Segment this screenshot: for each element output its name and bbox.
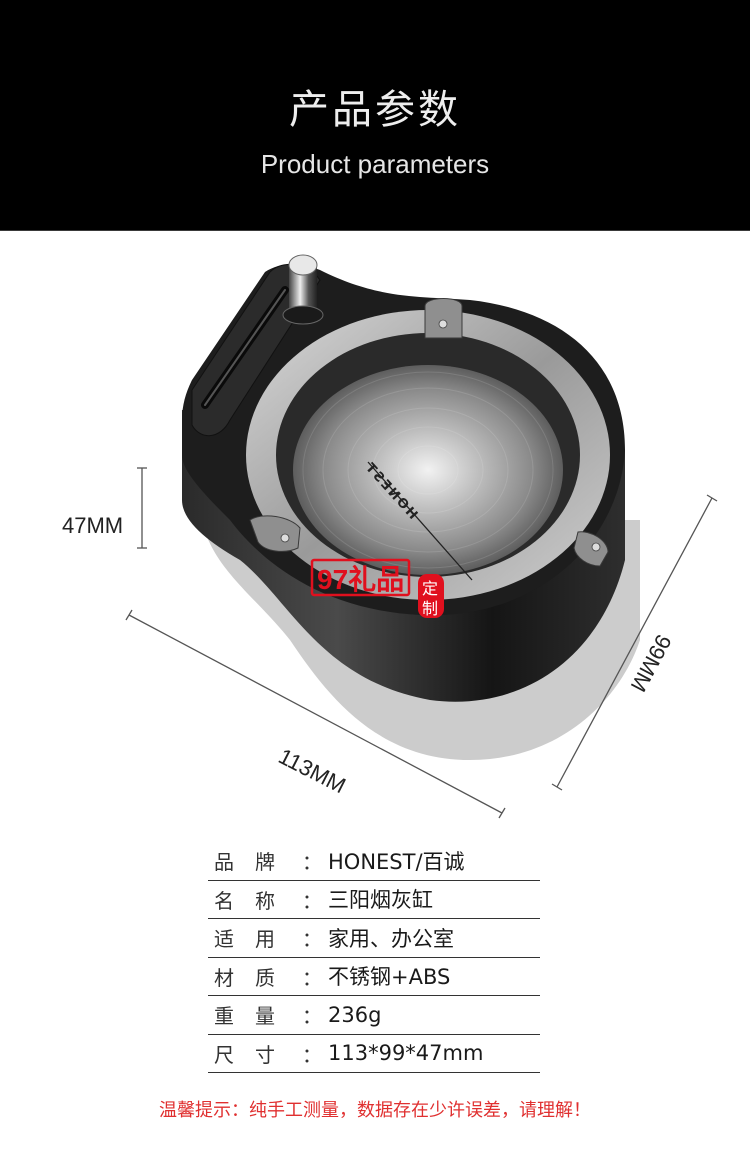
page-title: 产品参数 <box>289 87 461 133</box>
param-label: 品 牌 ： <box>214 850 322 875</box>
param-label: 尺 寸 ： <box>214 1042 322 1067</box>
param-row-material: 材 质 ： 不锈钢+ABS <box>208 958 540 996</box>
depth-dimension-line <box>551 494 718 791</box>
param-label: 材 质 ： <box>214 965 322 990</box>
param-label: 重 量 ： <box>214 1004 322 1029</box>
param-row-brand: 品 牌 ： HONEST/百诚 <box>208 842 540 881</box>
parameters-table: 品 牌 ： HONEST/百诚 名 称 ： 三阳烟灰缸 适 用 ： 家用、办公室… <box>208 842 540 1073</box>
param-label: 名 称 ： <box>214 888 322 913</box>
height-dimension-label: 47MM <box>62 513 124 538</box>
param-row-usage: 适 用 ： 家用、办公室 <box>208 919 540 958</box>
param-value-name: 三阳烟灰缸 <box>328 888 433 913</box>
svg-text:制: 制 <box>422 599 438 618</box>
watermark-brand: 97礼品 <box>317 564 404 595</box>
param-value-brand: HONEST/百诚 <box>328 849 465 874</box>
measurement-notice: 温馨提示：纯手工测量，数据存在少许误差，请理解！ <box>159 1100 591 1121</box>
svg-text:定: 定 <box>422 579 438 598</box>
product-image: HONEST <box>0 232 750 832</box>
param-row-size: 尺 寸 ： 113*99*47mm <box>208 1035 540 1073</box>
height-dimension-line <box>137 467 147 549</box>
param-value-usage: 家用、办公室 <box>328 926 454 951</box>
param-value-material: 不锈钢+ABS <box>328 965 451 990</box>
param-label: 适 用 ： <box>214 927 322 952</box>
header-banner: 产品参数 Product parameters <box>0 0 750 231</box>
ashtray-illustration: HONEST <box>125 254 718 819</box>
param-value-weight: 236g <box>328 1002 382 1027</box>
watermark-logo: 97礼品 定 制 <box>310 558 444 618</box>
param-row-name: 名 称 ： 三阳烟灰缸 <box>208 881 540 919</box>
width-dimension-line <box>125 609 506 819</box>
page-subtitle: Product parameters <box>260 149 490 179</box>
param-value-size: 113*99*47mm <box>328 1041 484 1066</box>
param-row-weight: 重 量 ： 236g <box>208 996 540 1035</box>
